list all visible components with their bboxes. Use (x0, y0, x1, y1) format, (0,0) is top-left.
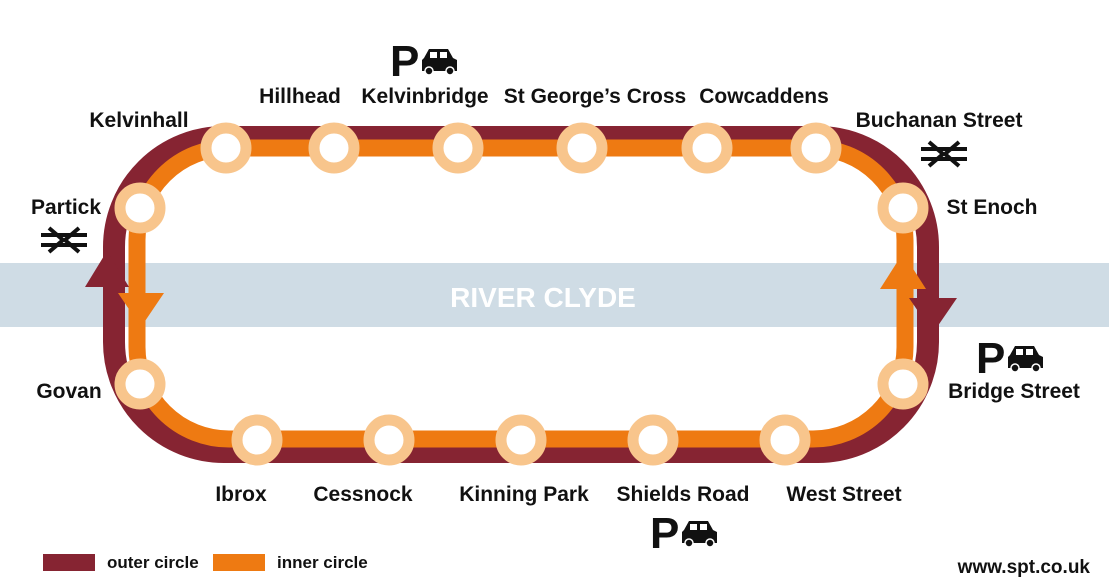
station-hillhead[interactable] (308, 122, 360, 174)
svg-text:P: P (650, 509, 679, 558)
legend-inner-label: inner circle (277, 553, 368, 572)
station-kelvinhall[interactable] (200, 122, 252, 174)
parking-car-icon: P (976, 334, 1043, 383)
label-cowcaddens: Cowcaddens (699, 85, 829, 108)
svg-text:P: P (976, 334, 1005, 383)
station-kelvinbridge[interactable] (432, 122, 484, 174)
label-west-street: West Street (786, 483, 901, 506)
label-kelvinbridge: Kelvinbridge (361, 85, 488, 108)
label-ibrox: Ibrox (215, 483, 267, 506)
outer-circle-arrow-up-left (85, 251, 129, 287)
station-st-enoch[interactable] (877, 182, 929, 234)
inner-circle-arrow-up-right (880, 253, 926, 289)
legend-inner-swatch (213, 554, 265, 571)
label-shields-road: Shields Road (616, 483, 749, 506)
label-cessnock: Cessnock (313, 483, 413, 506)
station-govan[interactable] (114, 358, 166, 410)
label-govan: Govan (36, 380, 101, 403)
station-bridge-street[interactable] (877, 358, 929, 410)
station-cowcaddens[interactable] (681, 122, 733, 174)
svg-text:P: P (390, 37, 419, 86)
station-west-street[interactable] (759, 414, 811, 466)
parking-car-icon: P (650, 509, 717, 558)
station-buchanan-street[interactable] (790, 122, 842, 174)
legend-outer-swatch (43, 554, 95, 571)
label-st-enoch: St Enoch (946, 196, 1037, 219)
label-st-georges-cross: St George’s Cross (504, 85, 686, 108)
label-bridge-street: Bridge Street (948, 380, 1080, 403)
label-kinning-park: Kinning Park (459, 483, 589, 506)
stations (114, 122, 929, 466)
station-st-georges-cross[interactable] (556, 122, 608, 174)
footer-url[interactable]: www.spt.co.uk (957, 557, 1091, 578)
national-rail-icon (41, 226, 87, 254)
station-cessnock[interactable] (363, 414, 415, 466)
outer-circle-arrow-down-right (909, 298, 957, 333)
river-label: RIVER CLYDE (450, 282, 636, 313)
label-partick: Partick (31, 196, 101, 219)
label-kelvinhall: Kelvinhall (89, 109, 188, 132)
parking-car-icon: P (390, 37, 457, 86)
legend-outer-label: outer circle (107, 553, 199, 572)
label-buchanan-street: Buchanan Street (856, 109, 1023, 132)
station-partick[interactable] (114, 182, 166, 234)
inner-circle-arrow-down-left (118, 293, 164, 327)
national-rail-icon (921, 140, 967, 168)
station-ibrox[interactable] (231, 414, 283, 466)
label-hillhead: Hillhead (259, 85, 341, 108)
station-kinning-park[interactable] (495, 414, 547, 466)
station-shields-road[interactable] (627, 414, 679, 466)
